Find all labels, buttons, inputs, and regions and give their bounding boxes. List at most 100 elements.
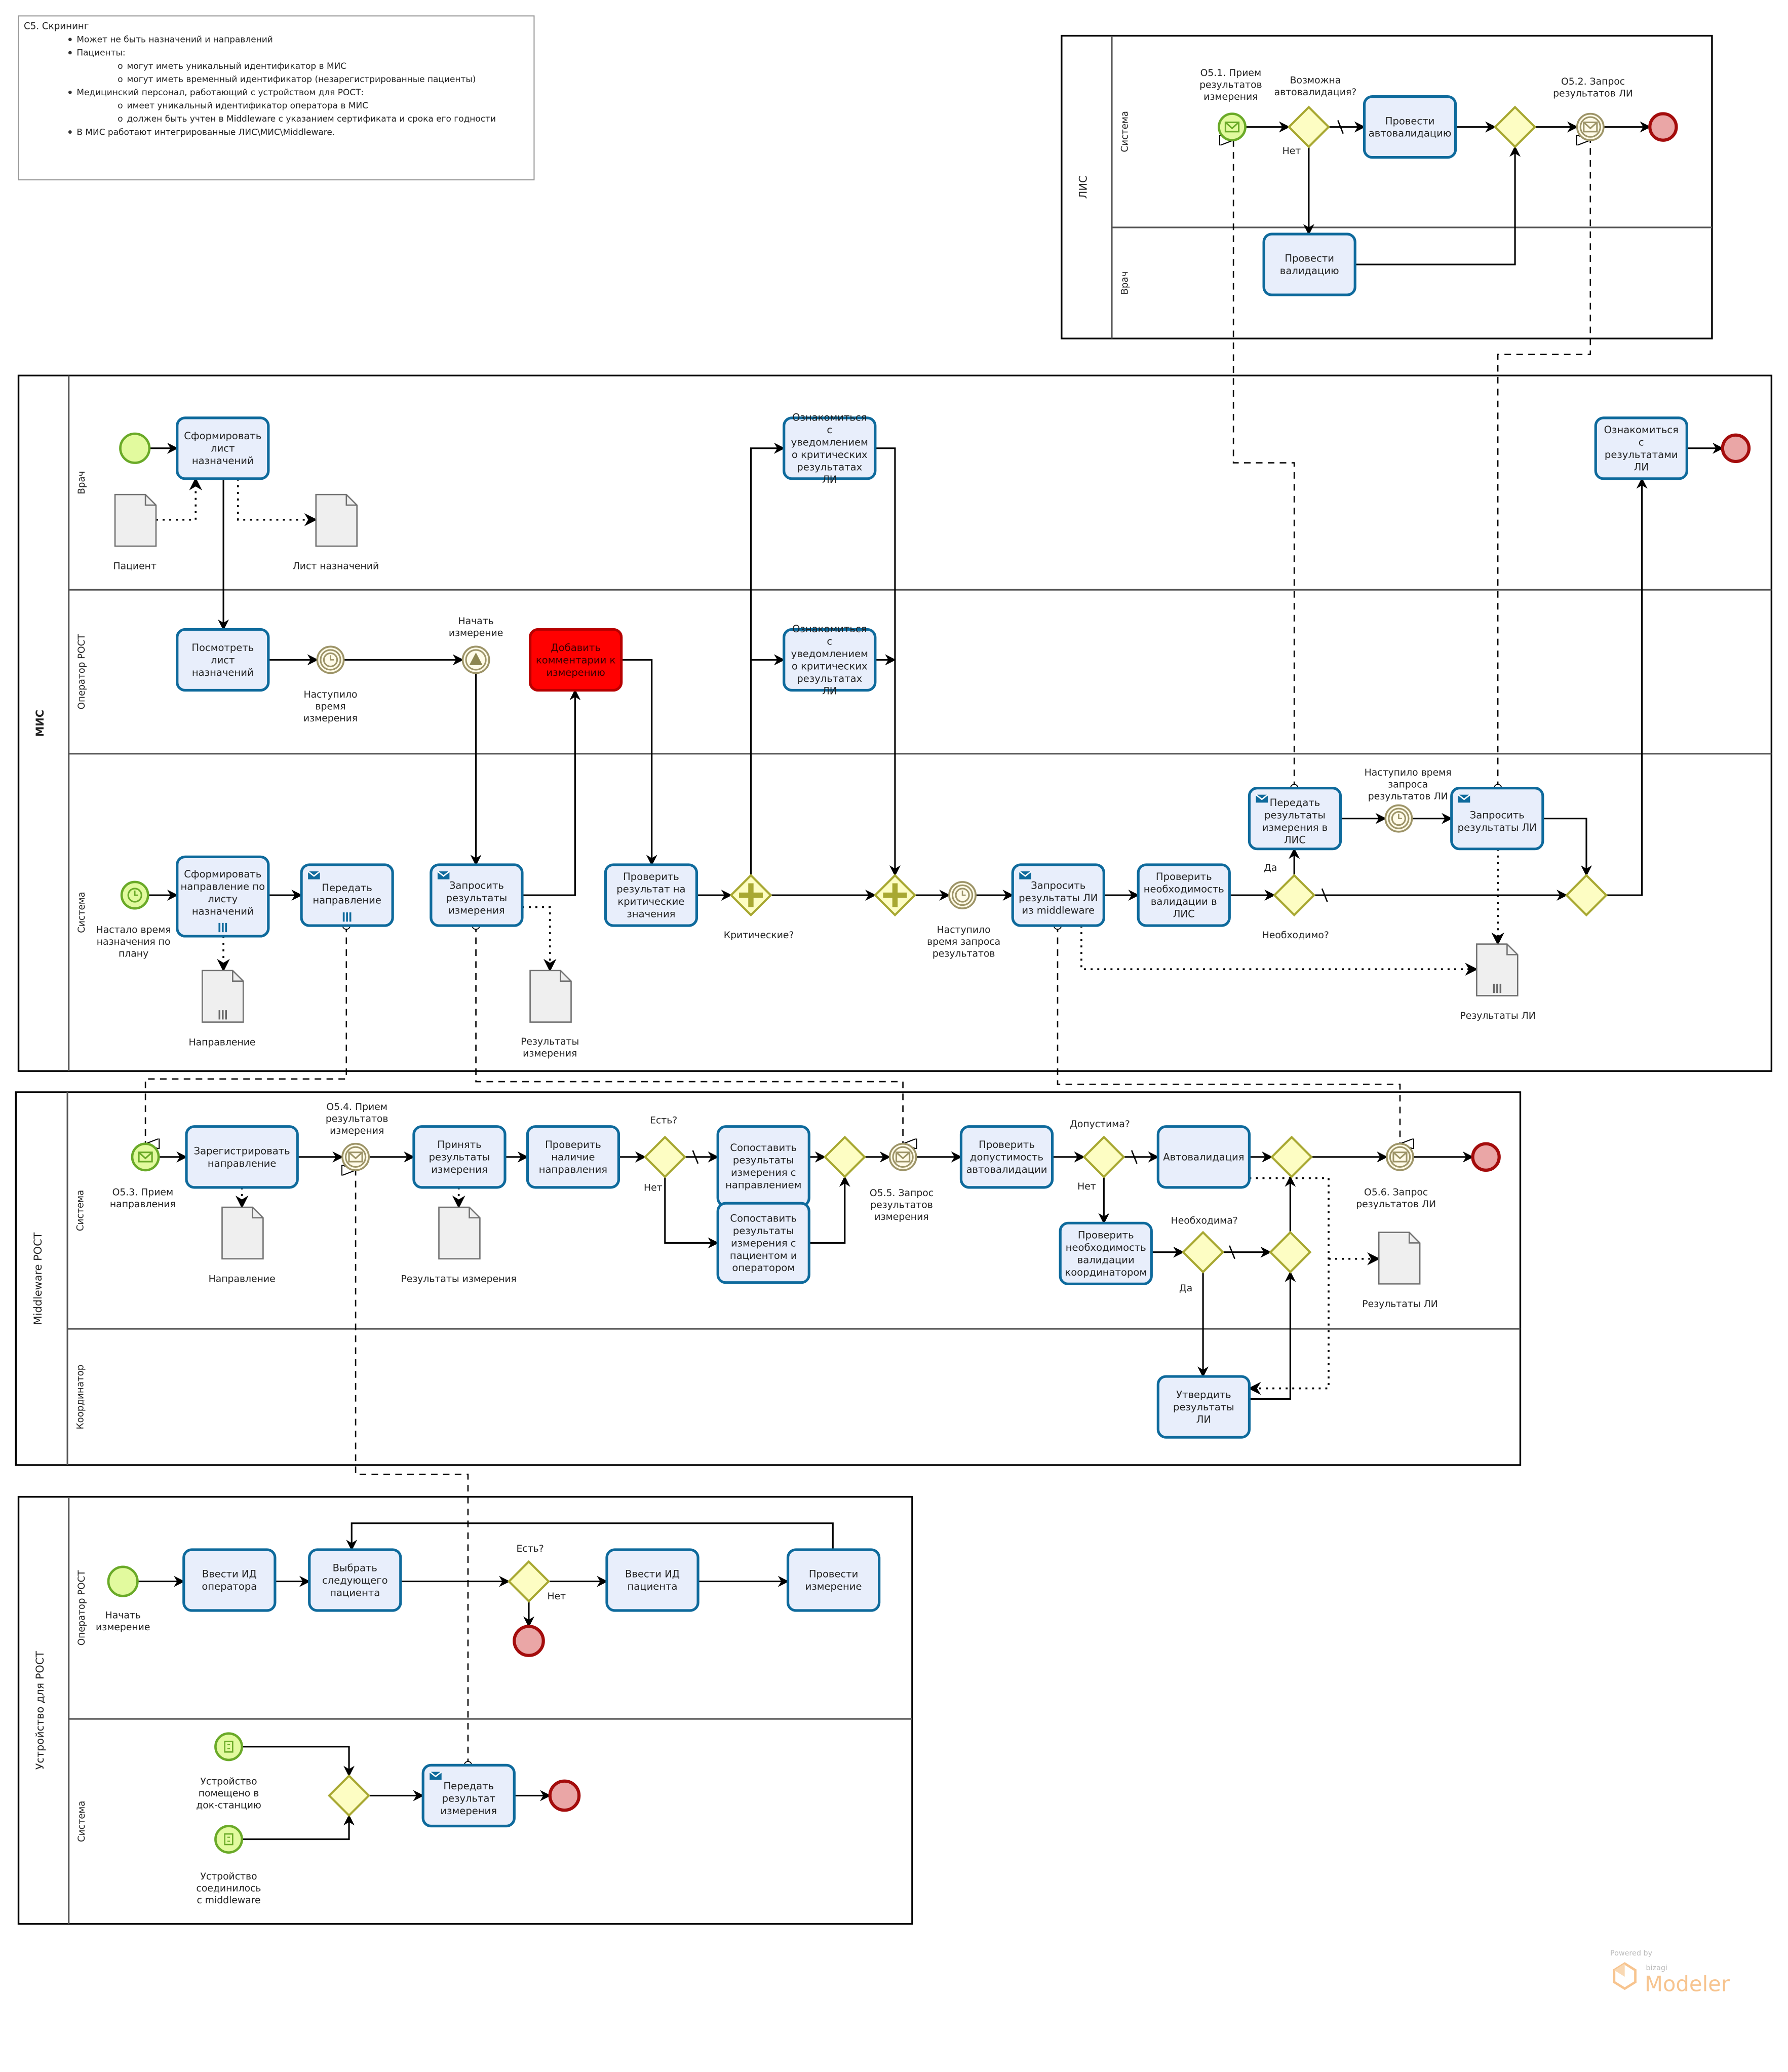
default-flow-mark <box>1337 120 1344 134</box>
label-doc-patient: Пациент <box>113 561 157 572</box>
label-mw-no2: Нет <box>1077 1181 1096 1192</box>
message-flows <box>145 140 1590 1766</box>
vendor-text: bizagi <box>1646 1964 1667 1972</box>
label-doc-list: Лист назначений <box>293 561 379 572</box>
note-bullets: Может не быть назначений и направленийПа… <box>68 34 496 137</box>
message-flow <box>356 1170 468 1765</box>
conditional-icon <box>224 1833 234 1846</box>
mw-gateway-merge1 <box>823 1135 866 1178</box>
sequence-flow <box>621 659 657 866</box>
label-mw-doc-dir: Направление <box>209 1274 276 1285</box>
sub-bullet-icon: o <box>118 61 123 71</box>
doc-li-results <box>1476 943 1519 996</box>
sequence-flow <box>809 1175 850 1244</box>
default-flow-mark <box>1321 888 1328 902</box>
dev-connected-conditional-start <box>214 1825 243 1854</box>
default-flow-mark <box>1131 1150 1138 1164</box>
data-association <box>522 906 557 972</box>
doc-list <box>315 493 358 547</box>
sub-bullet-icon: o <box>118 100 123 110</box>
doc-direction <box>202 970 244 1023</box>
lis-req-message-event <box>1576 112 1605 141</box>
mw-gateway-merge2 <box>1270 1135 1313 1178</box>
send-message-icon <box>1458 794 1471 803</box>
envelope-icon <box>1583 121 1598 133</box>
bullet-icon <box>68 130 72 134</box>
message-flow <box>476 926 903 1144</box>
message-flow <box>145 926 346 1144</box>
default-flow-mark <box>692 1150 699 1164</box>
mw-gateway-allowed <box>1082 1135 1125 1178</box>
sequence-flow <box>1249 1271 1296 1400</box>
label-mw-yes: Да <box>1179 1283 1192 1294</box>
mis-doctor-end-event <box>1721 433 1751 464</box>
mw-doc-direction <box>221 1206 264 1260</box>
mis-doctor-start-event <box>119 432 151 464</box>
annotation-note: С5. Скрининг Может не быть назначений и … <box>18 15 535 181</box>
powered-by-text: Powered by <box>1610 1949 1653 1958</box>
task-mw_autoval[interactable]: Автовалидация <box>1156 1125 1251 1189</box>
sub-bullet-icon: o <box>118 113 123 124</box>
default-flow-mark <box>1229 1245 1235 1259</box>
sequence-flow <box>664 1176 719 1249</box>
gateway-critical <box>729 873 772 917</box>
dev-gateway-merge <box>327 1774 371 1817</box>
lane-title: Координатор <box>75 1365 86 1430</box>
lane-title: Система <box>76 1801 87 1842</box>
data-association <box>1248 1177 1330 1395</box>
send-message-icon <box>1255 794 1268 803</box>
send-message-icon <box>307 871 321 879</box>
dev-start-event <box>107 1565 139 1597</box>
note-bullet: Медицинский персонал, работающий с устро… <box>76 87 364 97</box>
